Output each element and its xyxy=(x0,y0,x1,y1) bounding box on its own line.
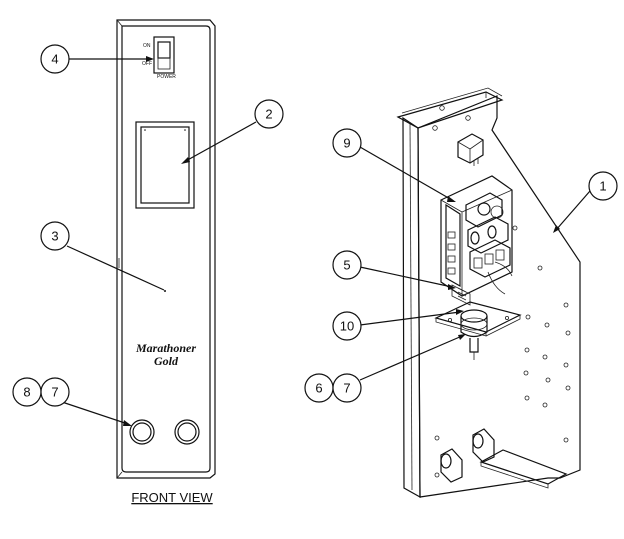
power-switch[interactable]: ON OFF POWER xyxy=(142,36,176,80)
brand-line-1: Marathoner xyxy=(135,341,196,355)
callout-7-iso: 7 xyxy=(332,373,362,403)
svg-text:10: 10 xyxy=(340,319,354,334)
svg-text:1: 1 xyxy=(599,179,606,194)
iso-leaders xyxy=(359,146,591,381)
water-fittings xyxy=(440,428,568,489)
svg-text:7: 7 xyxy=(343,381,350,396)
callout-1: 1 xyxy=(588,171,618,201)
svg-text:3: 3 xyxy=(51,229,58,244)
display-window xyxy=(135,121,195,209)
left-port xyxy=(129,419,155,445)
panel-center-dot xyxy=(164,290,166,292)
mounting-holes xyxy=(434,225,571,478)
callout-3: 3 xyxy=(40,221,70,251)
svg-text:6: 6 xyxy=(315,381,322,396)
callout-2: 2 xyxy=(254,99,284,129)
callout-6: 6 xyxy=(304,373,334,403)
front-leaders xyxy=(61,56,257,426)
callout-5: 5 xyxy=(332,250,362,280)
callout-7-front: 7 xyxy=(40,377,70,407)
chassis xyxy=(396,87,581,499)
svg-text:4: 4 xyxy=(51,52,58,67)
callout-4: 4 xyxy=(40,44,70,74)
svg-text:7: 7 xyxy=(51,385,58,400)
callout-10: 10 xyxy=(332,311,362,341)
svg-text:9: 9 xyxy=(343,136,350,151)
sensor-probe xyxy=(460,309,488,360)
front-view-caption: FRONT VIEW xyxy=(131,490,213,505)
switch-power-label: POWER xyxy=(157,74,176,80)
svg-text:8: 8 xyxy=(23,385,30,400)
switch-on-label: ON xyxy=(143,43,151,49)
sensor-bracket xyxy=(434,301,522,337)
right-port xyxy=(174,419,200,445)
brand-line-2: Gold xyxy=(154,354,179,368)
callout-8: 8 xyxy=(12,377,42,407)
svg-text:2: 2 xyxy=(265,107,272,122)
callout-9: 9 xyxy=(332,128,362,158)
switch-off-label: OFF xyxy=(142,61,152,67)
svg-text:5: 5 xyxy=(343,258,350,273)
front-panel xyxy=(116,19,216,479)
circuit-board-assembly xyxy=(440,175,513,306)
